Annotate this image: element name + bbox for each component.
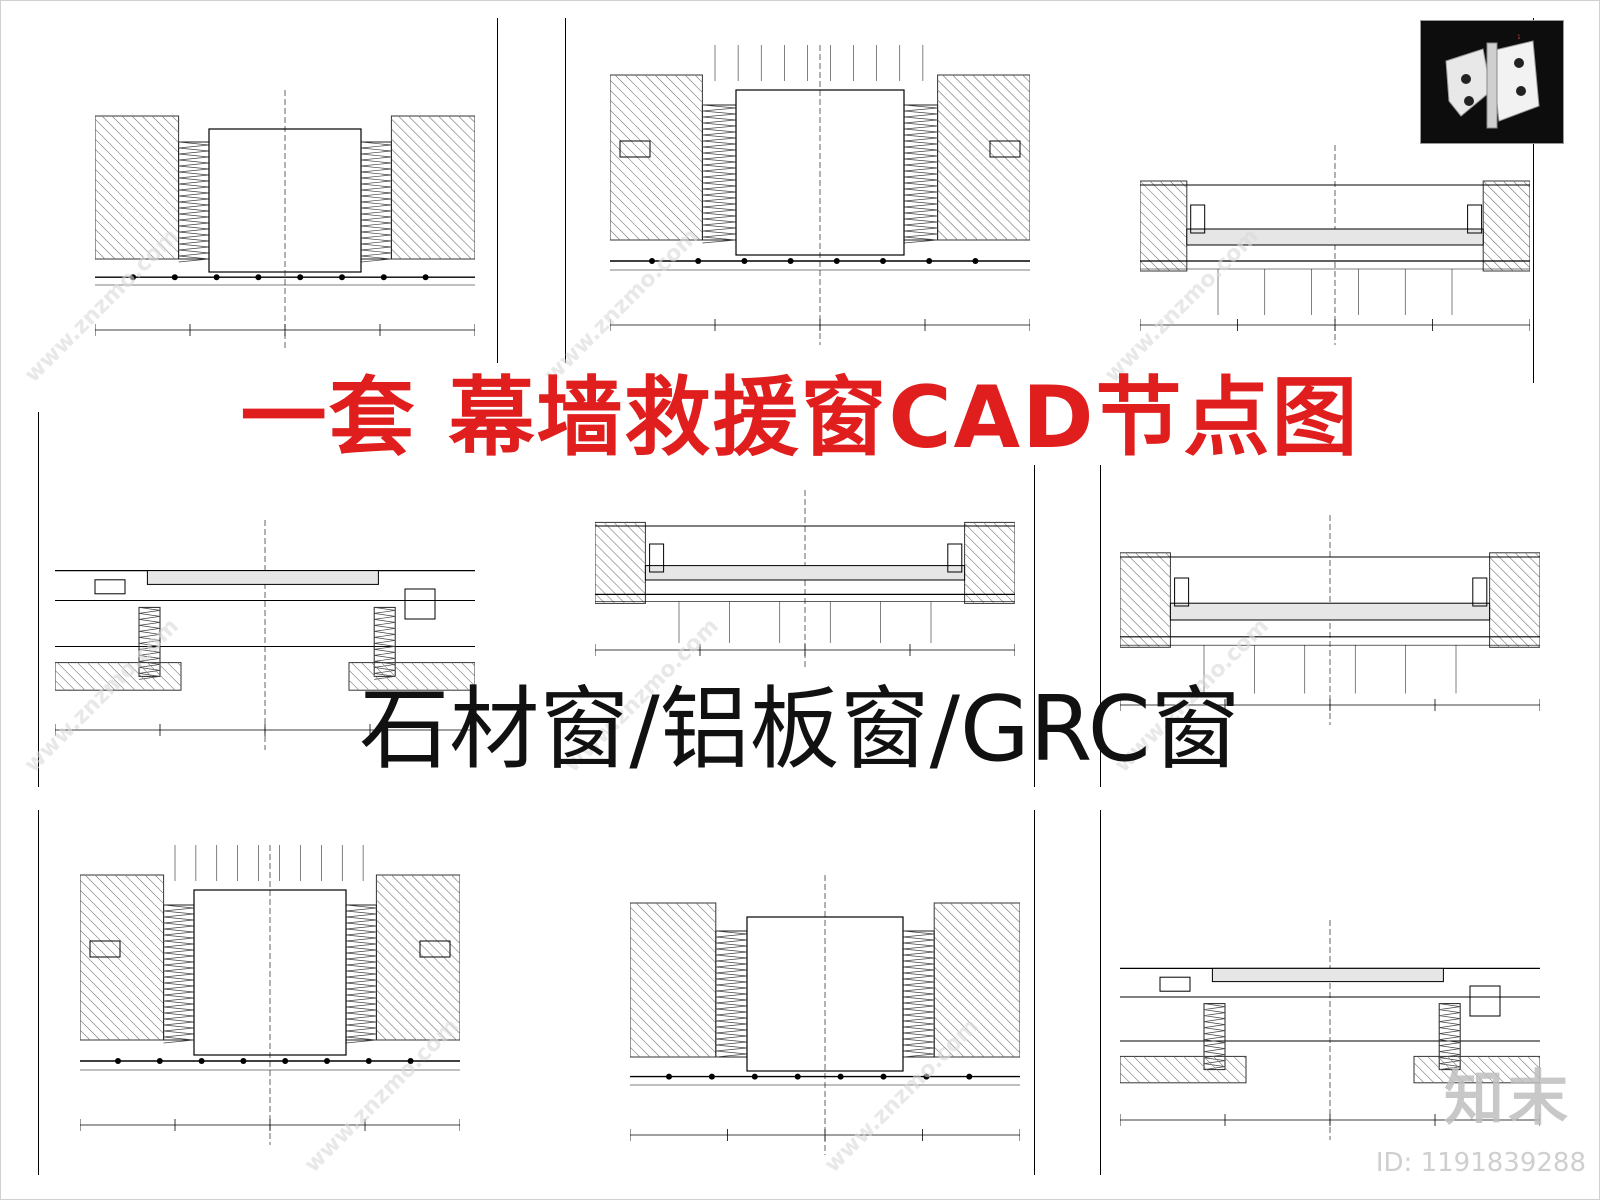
divider-line [1034,810,1035,1175]
divider-line [38,810,39,1175]
divider-line [1100,465,1101,787]
cad-detail-panel [1140,145,1530,345]
cad-detail-panel [630,875,1020,1155]
divider-line [497,18,498,363]
divider-line [1034,465,1035,787]
cad-detail-panel [1120,515,1540,725]
cad-detail-panel [95,90,475,350]
divider-line [38,412,39,787]
cad-detail-panel [55,520,475,750]
brand-logo: 知末 [1444,1064,1572,1134]
cad-detail-panel [80,845,460,1145]
hinge-photo-icon: 1 [1420,20,1564,144]
divider-line [1533,18,1534,383]
page-subtitle: 石材窗/铝板窗/GRC窗 [359,677,1241,782]
svg-text:1: 1 [1517,34,1521,41]
image-id: ID: 1191839288 [1375,1148,1586,1178]
divider-line [565,18,566,363]
cad-detail-panel [1120,920,1540,1140]
page-title: 一套 幕墙救援窗CAD节点图 [240,368,1360,468]
cad-detail-panel [610,45,1030,345]
divider-line [1100,810,1101,1175]
cad-detail-panel [595,490,1015,670]
